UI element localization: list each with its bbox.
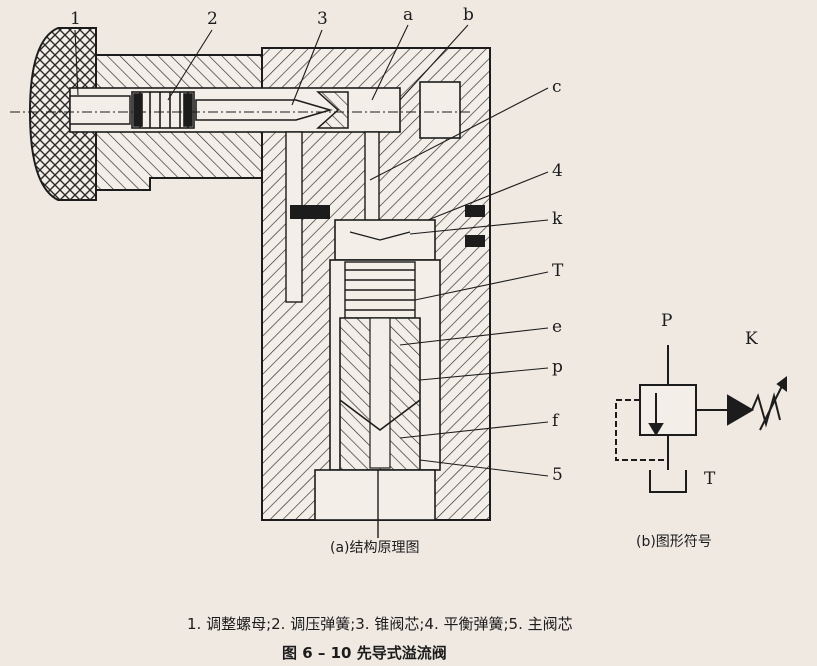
- o-ring: [465, 235, 485, 247]
- caption-symbol: (b)图形符号: [636, 534, 712, 550]
- pilot-seat: [316, 91, 349, 129]
- pilot-line: [615, 399, 668, 461]
- structure-drawing: [10, 24, 549, 538]
- adjust-arrowhead: [776, 376, 787, 392]
- inlet-port: [314, 469, 436, 521]
- vent-passage: [364, 131, 380, 233]
- damping-orifice: [349, 231, 411, 241]
- part-label-2: 2: [207, 9, 218, 29]
- o-ring: [290, 205, 330, 219]
- legend: 1. 调整螺母;2. 调压弹簧;3. 锥阀芯;4. 平衡弹簧;5. 主阀芯: [187, 615, 573, 633]
- adjust-arrow: [759, 381, 785, 431]
- adjusting-screw: [69, 95, 131, 125]
- poppet: [195, 99, 333, 121]
- part-label-T: T: [552, 261, 564, 281]
- part-label-a: a: [403, 5, 413, 25]
- part-label-3: 3: [317, 9, 328, 29]
- hydraulic-symbol: [615, 345, 787, 493]
- part-label-1: 1: [70, 9, 81, 29]
- part-label-k: k: [552, 209, 563, 229]
- pressure-spring: [131, 91, 195, 129]
- end-plug: [419, 81, 461, 139]
- part-label-e: e: [552, 317, 562, 337]
- caption-structure: (a)结构原理图: [330, 540, 420, 556]
- symbol-label-t: T: [704, 469, 716, 489]
- o-ring: [465, 205, 485, 217]
- part-label-4: 4: [552, 161, 563, 181]
- valve-envelope: [639, 384, 697, 436]
- symbol-label-k: K: [745, 329, 758, 349]
- adjusting-nut: [28, 27, 97, 201]
- part-label-c: c: [552, 77, 562, 97]
- tank-symbol: [649, 470, 687, 493]
- spool-cone: [339, 399, 421, 431]
- spool-damping-hole: [369, 317, 391, 469]
- part-label-b: b: [463, 5, 474, 25]
- flow-arrowhead: [648, 423, 664, 436]
- part-label-5: 5: [552, 465, 563, 485]
- part-label-f: f: [552, 411, 560, 431]
- leader-lines: [74, 24, 549, 477]
- pilot-cone: [727, 394, 754, 426]
- figure-title: 图 6 – 10 先导式溢流阀: [282, 644, 447, 662]
- symbol-label-p: P: [661, 311, 672, 331]
- upper-chamber: [334, 219, 436, 261]
- part-label-p: p: [552, 357, 563, 377]
- spring-symbol: [751, 392, 781, 428]
- balance-spring: [344, 261, 416, 319]
